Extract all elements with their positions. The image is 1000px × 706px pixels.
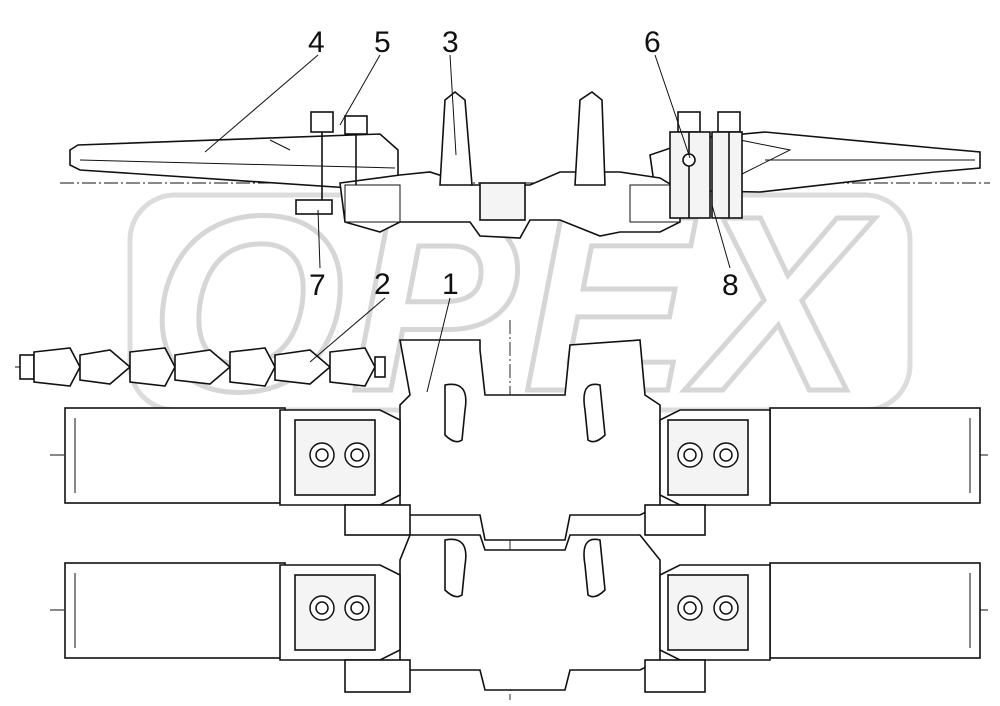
lower-right-nut-2-inner (719, 601, 733, 615)
upper-right-arm (769, 407, 981, 504)
leader-5 (339, 54, 381, 126)
bolt-head-2 (344, 115, 368, 135)
upper-right-lug (644, 504, 706, 536)
callout-7: 7 (309, 269, 326, 302)
callout-8: 8 (722, 269, 739, 302)
clamp-plate-right (711, 131, 743, 219)
lower-left-arm (64, 562, 286, 659)
tooth-right (574, 91, 606, 186)
callout-6: 6 (644, 26, 661, 59)
chain-end-left (19, 354, 35, 380)
upper-left-nut-1-inner (315, 448, 329, 462)
lower-right-arm (769, 562, 981, 659)
chain-end-right (374, 356, 386, 378)
hub-left-block (344, 184, 401, 223)
lower-slot-left (444, 538, 467, 598)
chain-link-5 (229, 347, 276, 387)
callout-2: 2 (374, 268, 391, 301)
leader-6 (654, 54, 691, 159)
lower-right-nut-1-inner (683, 601, 697, 615)
lower-assembly (64, 534, 981, 693)
chain-view (15, 347, 386, 387)
side-elevation-view (60, 90, 990, 239)
right-arm-hatch (739, 139, 792, 176)
plan-view (50, 320, 990, 700)
right-bolt-assembly (669, 111, 743, 219)
callout-labels: 4 5 3 6 7 8 2 1 (308, 26, 739, 302)
lower-left-lug (344, 659, 411, 693)
bolt-head-3 (677, 111, 701, 133)
upper-right-nut-1-inner (683, 448, 697, 462)
callout-4: 4 (308, 26, 325, 59)
upper-slot-right (583, 383, 606, 443)
chain-link-6 (274, 349, 332, 385)
lower-right-lug (644, 659, 706, 693)
callout-3: 3 (442, 26, 459, 59)
left-arm-edge (79, 159, 396, 169)
upper-right-nut-2-inner (719, 448, 733, 462)
leader-1 (426, 297, 451, 393)
leader-8 (711, 204, 731, 269)
chain-link-1 (33, 347, 81, 387)
chain-link-7 (329, 347, 376, 387)
leader-lines (204, 54, 731, 393)
leader-7 (317, 209, 321, 269)
chain-link-2 (79, 349, 132, 385)
leader-4 (204, 54, 319, 153)
chain-link-4 (174, 349, 232, 385)
chain-link-3 (129, 347, 176, 387)
tooth-left (439, 90, 473, 186)
upper-slot-left (444, 383, 467, 443)
leader-2 (309, 297, 386, 363)
left-arm-clip (269, 139, 291, 151)
upper-assembly (64, 339, 981, 541)
left-bolt-assembly (295, 111, 368, 215)
upper-left-arm (64, 407, 286, 504)
leader-3 (449, 54, 457, 156)
upper-left-lug (344, 504, 411, 536)
callout-5: 5 (374, 26, 391, 59)
upper-left-nut-2-inner (350, 448, 364, 462)
hub-core (479, 182, 526, 221)
clamp-plate-left (669, 131, 711, 219)
lower-hub (399, 534, 661, 691)
bolt-head-1 (310, 111, 334, 133)
nut-7 (295, 199, 333, 215)
callout-1: 1 (442, 268, 459, 301)
lower-left-nut-1-inner (315, 601, 329, 615)
bolt-head-4 (717, 111, 741, 133)
lower-slot-right (583, 538, 606, 598)
lower-left-nut-2-inner (350, 601, 364, 615)
